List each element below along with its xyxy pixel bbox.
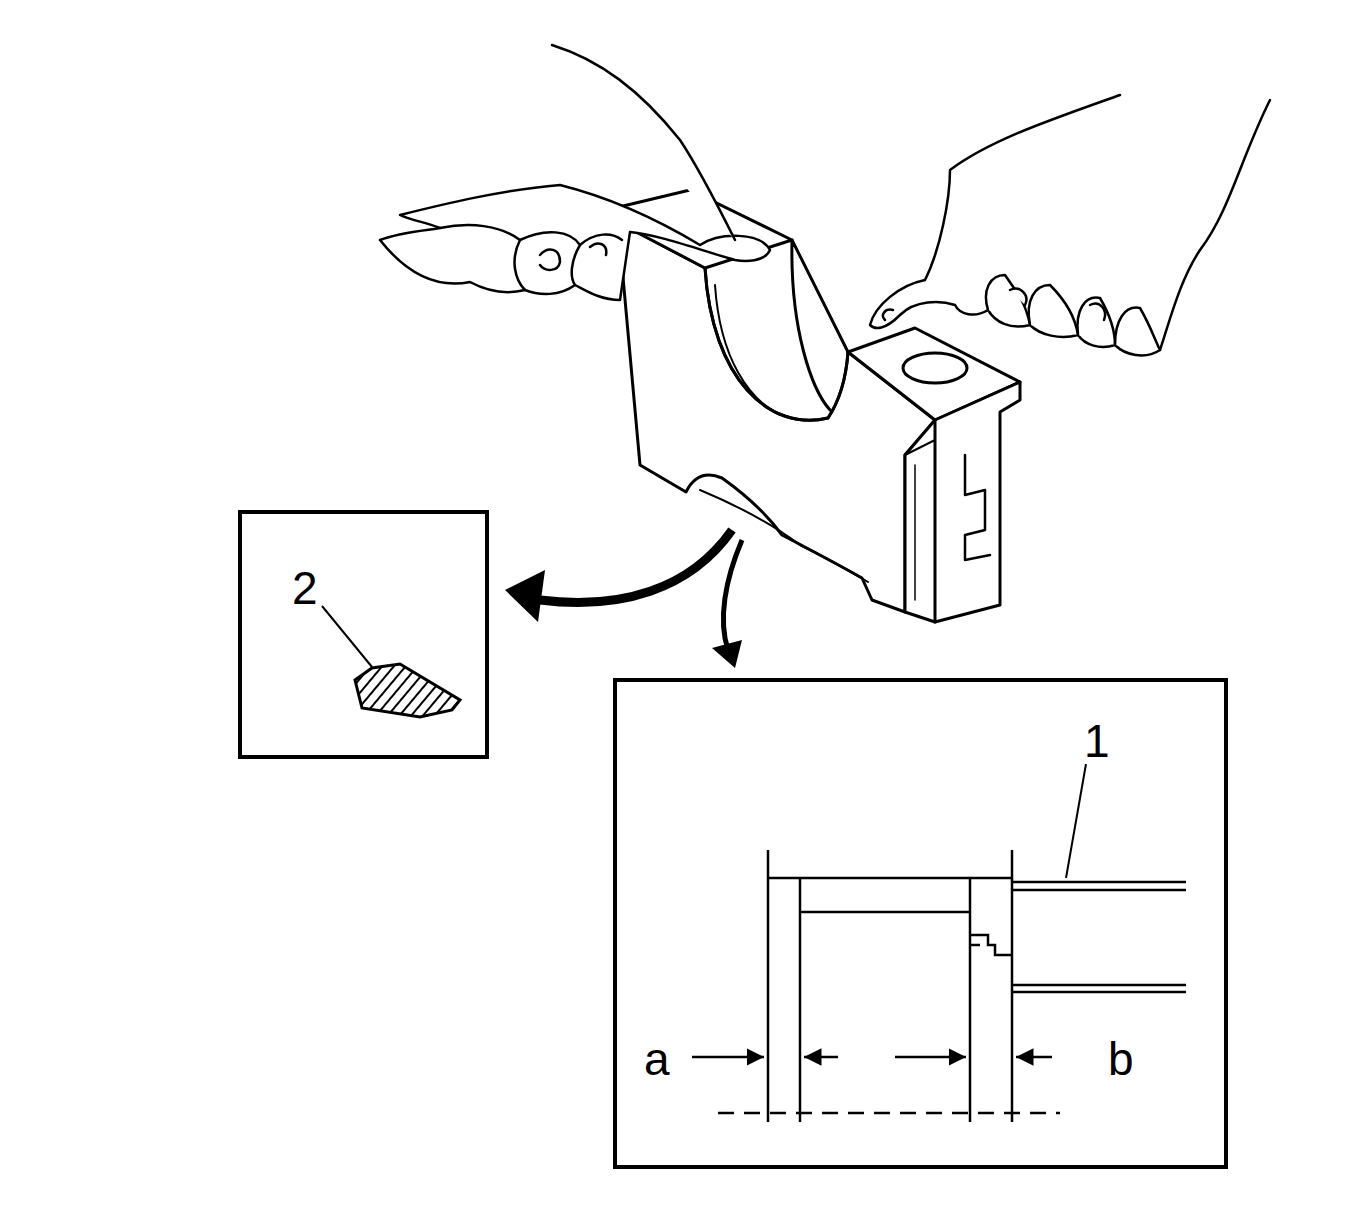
dimension-label: a xyxy=(642,1036,672,1082)
detail-inset xyxy=(615,680,1226,1167)
hands xyxy=(380,45,1270,355)
hatched-area xyxy=(355,664,460,717)
dimension-label: b xyxy=(1106,1036,1136,1082)
arrowhead xyxy=(712,640,742,668)
leader-line xyxy=(322,606,372,667)
arrowhead xyxy=(505,570,545,622)
dimension-arrows xyxy=(692,1056,1052,1059)
leader-line xyxy=(1066,764,1086,878)
callout-number: 2 xyxy=(290,565,320,611)
callout-number: 1 xyxy=(1082,718,1112,764)
detail-inset xyxy=(240,512,487,757)
pointer-arrow xyxy=(723,540,742,650)
pointer-arrow xyxy=(540,530,732,602)
section-view xyxy=(718,850,1186,1122)
